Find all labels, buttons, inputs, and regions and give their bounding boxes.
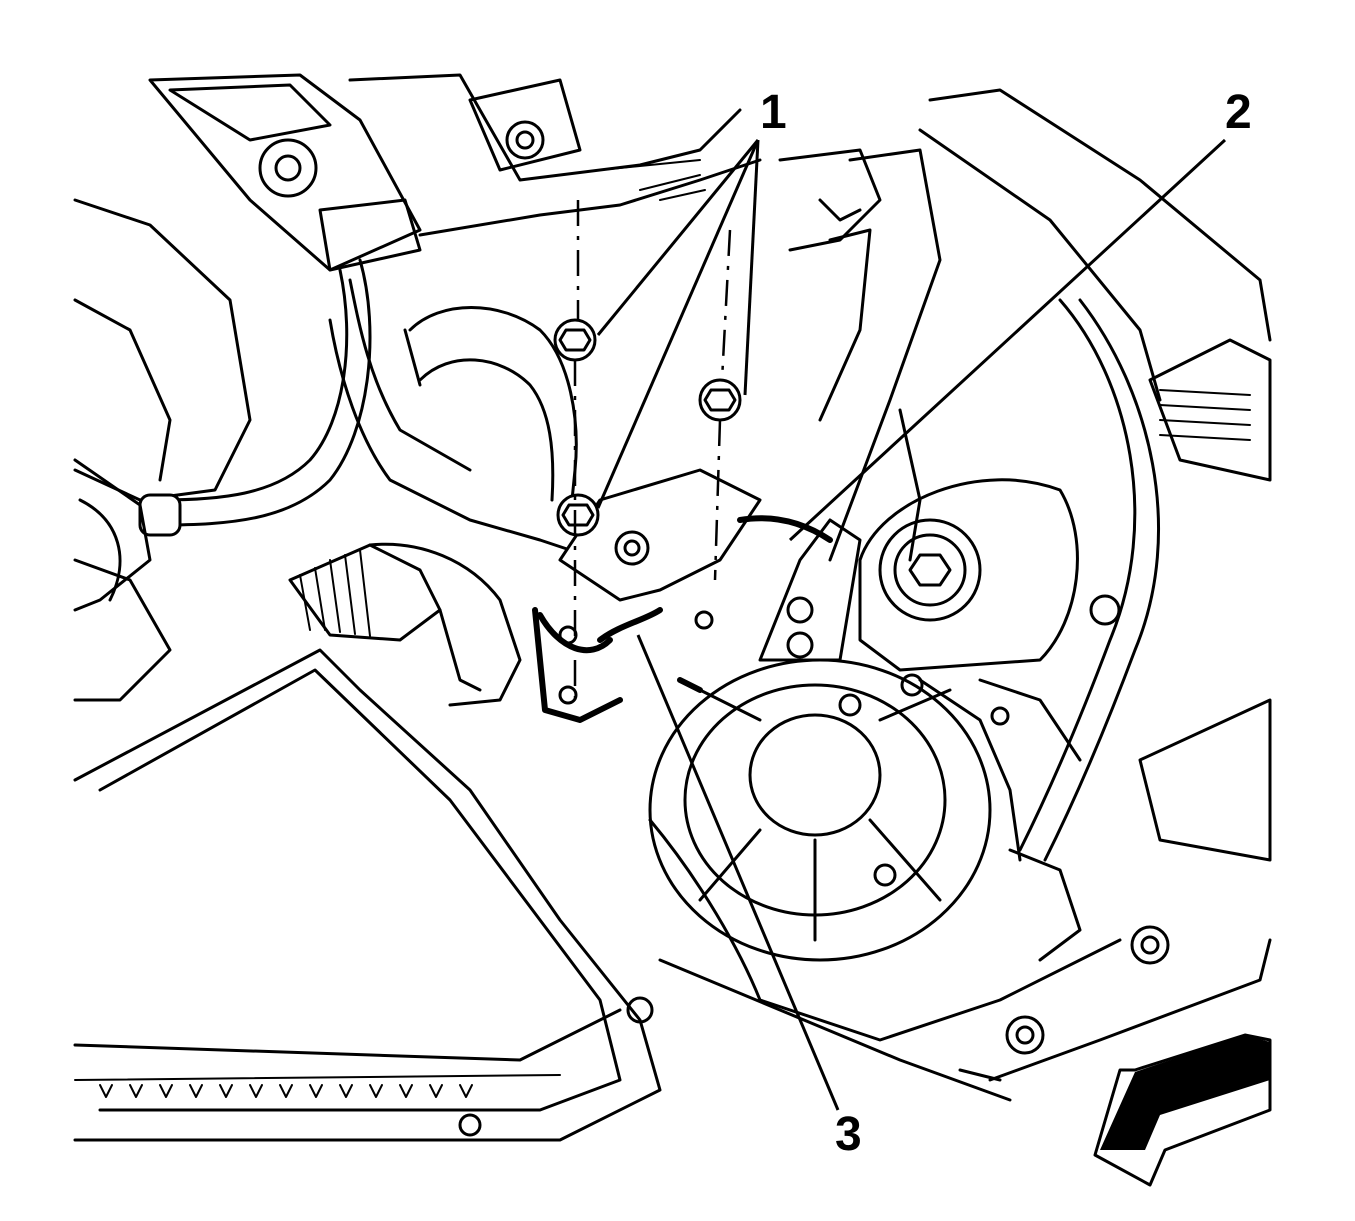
coolant-hose-left bbox=[73, 258, 372, 702]
engine-cover bbox=[73, 73, 422, 502]
corrugated-hose bbox=[288, 542, 522, 707]
callout-1-leaders bbox=[596, 139, 760, 509]
housing-clip-row bbox=[99, 1084, 473, 1098]
air-filter-housing bbox=[73, 648, 662, 1142]
coolant-reservoir bbox=[858, 478, 1121, 672]
callout-2-leader bbox=[788, 138, 1227, 542]
nut-upper-left bbox=[553, 318, 597, 362]
callout-3-leader bbox=[636, 634, 840, 1111]
strut-tower-brace bbox=[758, 148, 942, 662]
callout-3-label: 3 bbox=[835, 1108, 862, 1161]
cooling-fan-shroud bbox=[648, 658, 992, 962]
intake-manifold bbox=[348, 73, 882, 252]
nut-lower-left bbox=[556, 493, 600, 537]
callout-2-label: 2 bbox=[1225, 86, 1252, 139]
brake-lines bbox=[900, 673, 1082, 862]
right-wheel-well bbox=[918, 88, 1272, 962]
callout-1-label: 1 bbox=[760, 86, 787, 139]
nut-right bbox=[698, 378, 742, 422]
lower-subframe bbox=[648, 818, 1272, 1102]
front-direction-arrow-icon bbox=[1093, 1033, 1272, 1187]
mounting-bracket bbox=[532, 468, 833, 723]
